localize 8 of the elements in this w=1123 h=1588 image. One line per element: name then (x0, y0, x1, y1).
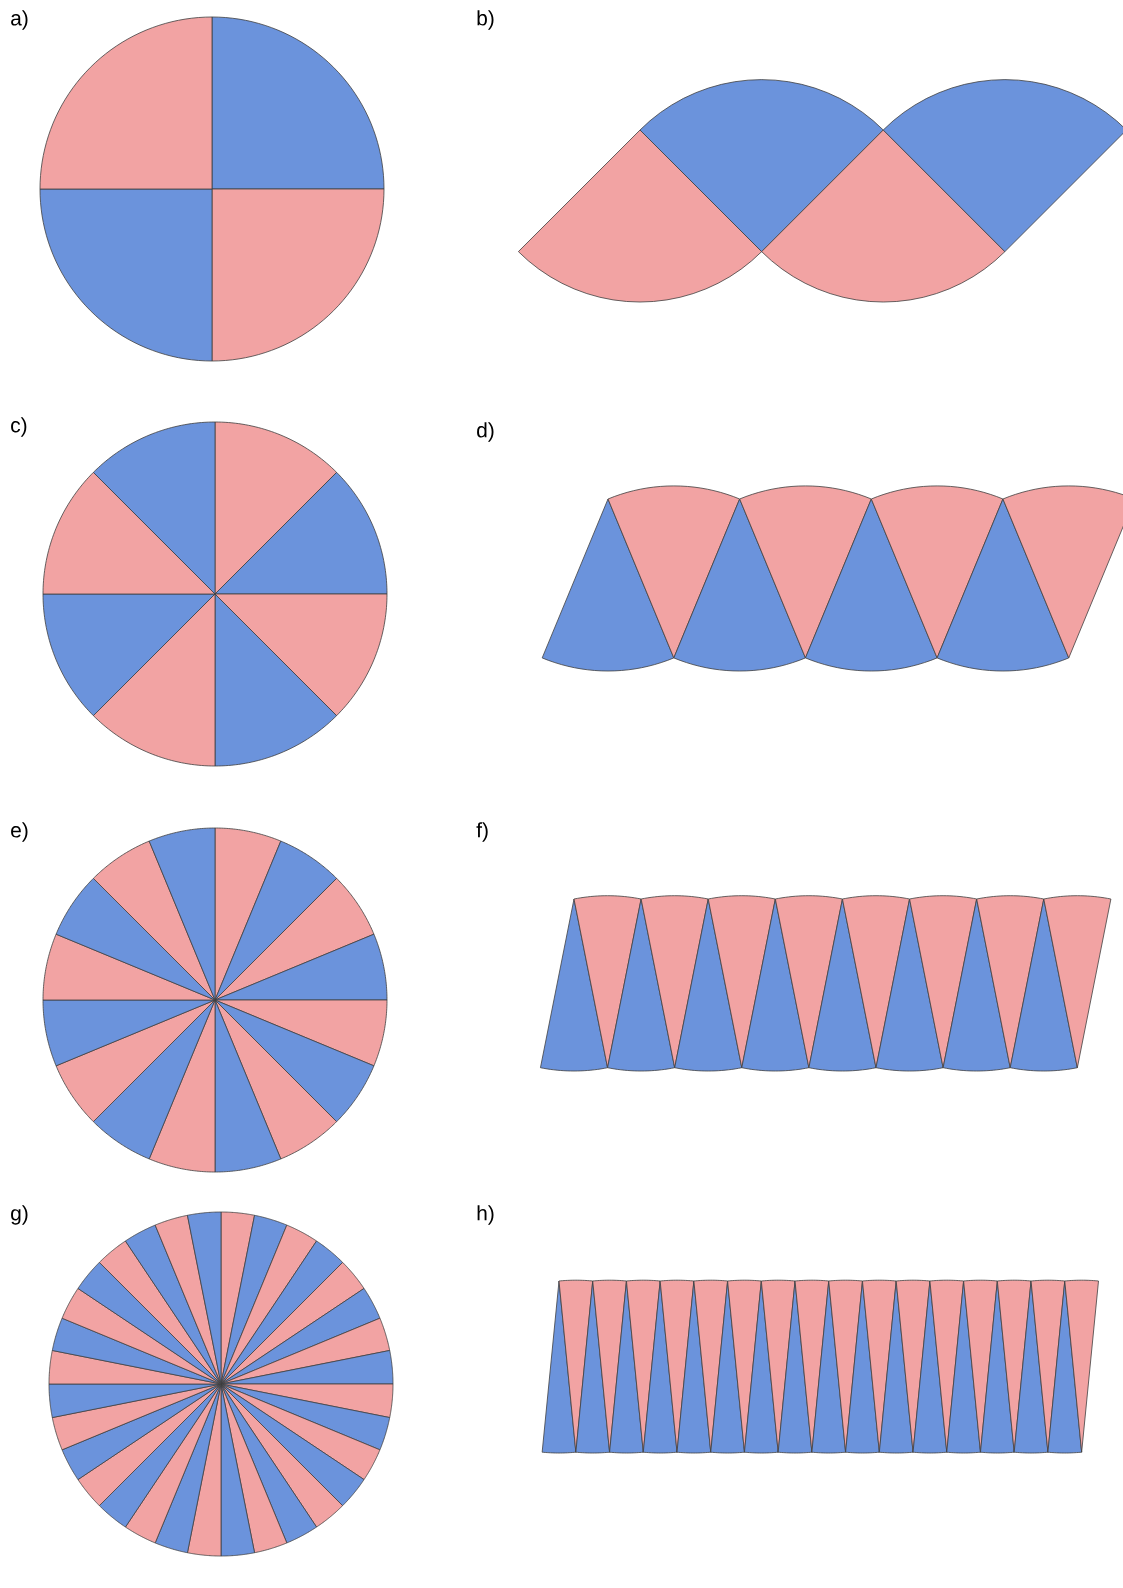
panel-label: g) (11, 1205, 28, 1225)
panel-label: f) (476, 822, 488, 842)
panel-label: d) (477, 422, 494, 442)
panel-label: c) (11, 417, 27, 437)
panel-label: b) (477, 10, 494, 30)
panel-label: h) (477, 1205, 494, 1225)
panel-label: a) (11, 10, 28, 30)
panel-label: e) (11, 822, 28, 842)
